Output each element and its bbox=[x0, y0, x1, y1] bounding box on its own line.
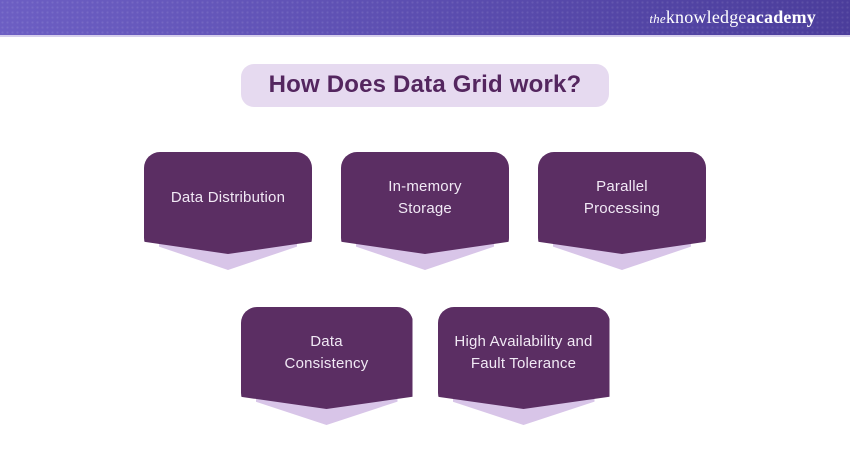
card-label: Parallel Processing bbox=[583, 178, 661, 217]
card-in-memory-storage: In-memory Storage bbox=[341, 152, 509, 270]
card-chevron-front: Parallel Processing bbox=[538, 152, 706, 254]
card-parallel-processing: Parallel Processing bbox=[538, 152, 706, 270]
card-label: Data Distribution bbox=[170, 189, 286, 207]
logo-knowledge: knowledge bbox=[665, 7, 747, 27]
knowledge-academy-logo: theknowledgeacademy bbox=[649, 7, 816, 28]
card-data-distribution: Data Distribution bbox=[144, 152, 312, 270]
card-row-top: Data Distribution In-memory Storage Para… bbox=[0, 152, 850, 270]
page-title: How Does Data Grid work? bbox=[240, 64, 610, 107]
card-label: In-memory Storage bbox=[388, 178, 462, 217]
logo-academy: academy bbox=[746, 7, 816, 27]
card-chevron-front: In-memory Storage bbox=[341, 152, 509, 254]
title-section: How Does Data Grid work? bbox=[0, 64, 850, 107]
card-label: Data Consistency bbox=[284, 333, 369, 372]
logo-the: the bbox=[649, 11, 666, 26]
card-data-consistency: Data Consistency bbox=[240, 307, 413, 425]
header-bar: theknowledgeacademy bbox=[0, 0, 850, 37]
card-label: High Availability and Fault Tolerance bbox=[454, 333, 593, 372]
card-chevron-front: High Availability and Fault Tolerance bbox=[437, 307, 610, 409]
card-chevron-front: Data Distribution bbox=[144, 152, 312, 254]
card-high-availability: High Availability and Fault Tolerance bbox=[437, 307, 610, 425]
card-chevron-front: Data Consistency bbox=[240, 307, 413, 409]
card-row-bottom: Data Consistency High Availability and F… bbox=[0, 307, 850, 425]
